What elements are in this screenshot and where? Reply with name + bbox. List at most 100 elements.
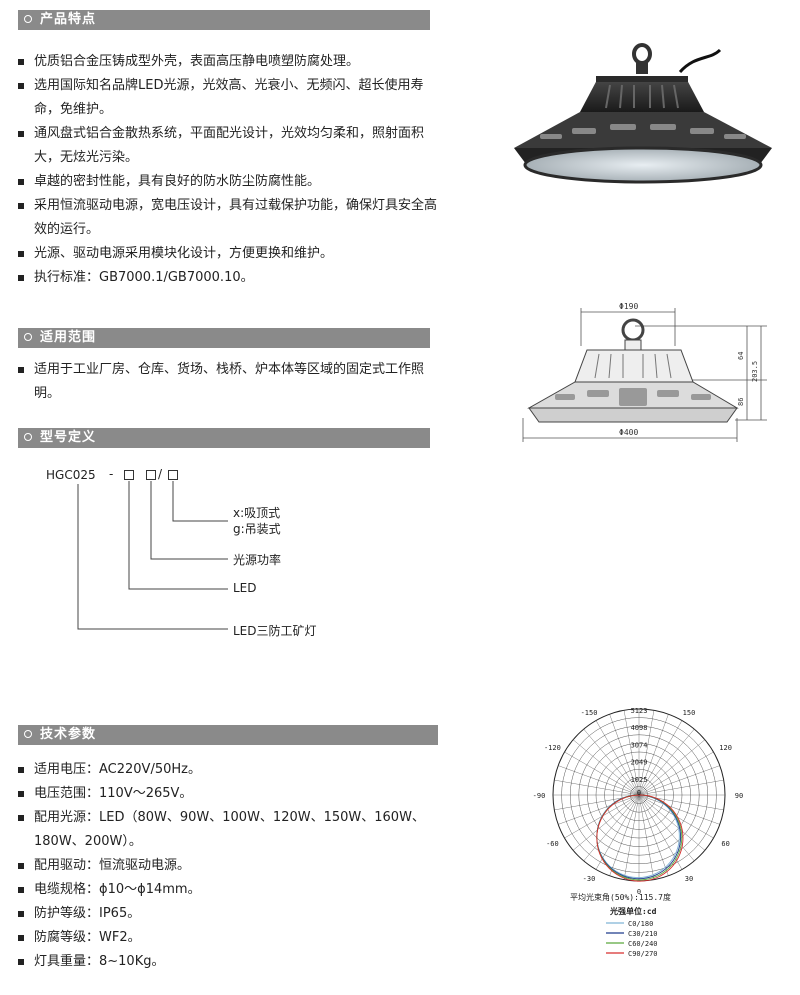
polar-angle-label: -30: [583, 875, 596, 883]
list-item: 电压范围：110V～265V。: [18, 782, 438, 806]
scope-header: 适用范围: [18, 328, 430, 348]
polar-spoke: [595, 794, 640, 870]
polar-angle-label: 60: [721, 840, 729, 848]
list-item: 光源、驱动电源采用模块化设计，方便更换和维护。: [18, 242, 438, 266]
legend-title: 光强单位:cd: [609, 906, 657, 916]
polar-angle-label: 120: [719, 744, 732, 752]
list-item: 卓越的密封性能，具有良好的防水防尘防腐性能。: [18, 170, 438, 194]
polar-angle-label: -60: [546, 840, 559, 848]
polar-radial-label: 2049: [631, 759, 648, 767]
circle-icon: [24, 333, 32, 341]
polar-spoke: [638, 794, 655, 880]
specs-title: 技术参数: [40, 727, 97, 742]
list-item: 电缆规格：ϕ10～ϕ14mm。: [18, 878, 438, 902]
features-list: 优质铝合金压铸成型外壳，表面高压静电喷塑防腐处理。 选用国际知名品牌LED光源，…: [18, 50, 438, 290]
polar-radial-label: 0: [637, 789, 641, 797]
legend-label: C30/210: [628, 930, 658, 938]
legend-label: C90/270: [628, 950, 658, 958]
polar-spoke: [638, 720, 683, 796]
polar-radial-label: 5123: [631, 707, 648, 715]
polar-spoke: [638, 794, 706, 851]
polar-spoke: [638, 794, 695, 862]
polar-angle-label: -150: [581, 709, 598, 717]
polar-diagram: -150 150 -120 120 -90 90 -60 60 -30 0 30 5123 4098 3…: [533, 707, 744, 958]
list-item: 适用电压：AC220V/50Hz。: [18, 758, 438, 782]
list-item: 防腐等级：WF2。: [18, 926, 438, 950]
list-item: 防护等级：IP65。: [18, 902, 438, 926]
dim-h2: 86: [737, 398, 745, 406]
specs-list: 适用电压：AC220V/50Hz。 电压范围：110V～265V。 配用光源：L…: [18, 758, 438, 974]
model-header: 型号定义: [18, 428, 430, 448]
label-mount-x: x:吸顶式: [233, 506, 281, 520]
polar-spoke: [638, 794, 683, 870]
polar-spoke: [595, 720, 640, 796]
polar-radial-label: 1025: [631, 776, 648, 784]
circle-icon: [24, 730, 32, 738]
model-code: HGC025: [46, 468, 96, 482]
polar-spoke: [638, 739, 706, 796]
list-item: 配用驱动：恒流驱动电源。: [18, 854, 438, 878]
polar-spoke: [558, 765, 640, 796]
label-power: 光源功率: [233, 553, 282, 567]
dim-top: Φ190: [619, 302, 638, 311]
dimension-drawing: Φ190 Φ400 64 86 203.5: [522, 302, 767, 442]
model-box-power: [146, 470, 156, 480]
polar-spoke: [623, 710, 640, 796]
polar-spoke: [609, 714, 640, 796]
circle-icon: [24, 15, 32, 23]
model-box-led: [124, 470, 134, 480]
polar-spoke: [583, 794, 640, 862]
scope-list: 适用于工业厂房、仓库、货场、栈桥、炉本体等区域的固定式工作照明。: [18, 358, 438, 406]
product-image: [514, 43, 772, 184]
list-item: 执行标准：GB7000.1/GB7000.10。: [18, 266, 438, 290]
dim-h1: 64: [737, 352, 745, 360]
scope-title: 适用范围: [40, 330, 97, 345]
polar-radial-label: 3074: [631, 741, 648, 749]
polar-spoke: [558, 794, 640, 825]
list-item: 采用恒流驱动电源，宽电压设计，具有过载保护功能，确保灯具安全高效的运行。: [18, 194, 438, 242]
model-slash: /: [158, 467, 163, 481]
polar-radial-label: 4098: [631, 724, 648, 732]
polar-spoke: [583, 728, 640, 796]
polar-spoke: [638, 728, 695, 796]
polar-spoke: [554, 779, 640, 796]
list-item: 配用光源：LED（80W、90W、100W、120W、150W、160W、180…: [18, 806, 438, 854]
polar-angle-label: -90: [533, 792, 546, 800]
model-box-mount: [168, 470, 178, 480]
dim-total: 203.5: [751, 361, 759, 382]
list-item: 通风盘式铝合金散热系统，平面配光设计，光效均匀柔和，照射面积大，无炫光污染。: [18, 122, 438, 170]
polar-spoke: [638, 794, 720, 825]
dim-bottom: Φ400: [619, 428, 638, 437]
polar-angle-label: 90: [735, 792, 743, 800]
label-led: LED: [233, 581, 257, 595]
polar-spoke: [638, 714, 669, 796]
polar-spoke: [638, 765, 720, 796]
polar-spoke: [623, 794, 640, 880]
list-item: 选用国际知名品牌LED光源，光效高、光衰小、无频闪、超长使用寿命，免维护。: [18, 74, 438, 122]
polar-spoke: [638, 710, 655, 796]
specs-header: 技术参数: [18, 725, 438, 745]
polar-spoke: [638, 751, 714, 796]
polar-angle-label: 0: [637, 888, 641, 896]
list-item: 适用于工业厂房、仓库、货场、栈桥、炉本体等区域的固定式工作照明。: [18, 358, 438, 406]
legend-label: C0/180: [628, 920, 653, 928]
label-mount-g: g:吊装式: [233, 522, 281, 536]
beam-angle-text: 平均光束角(50%):115.7度: [570, 892, 671, 902]
circle-icon: [24, 433, 32, 441]
polar-spoke: [638, 779, 724, 796]
polar-angle-label: -120: [544, 744, 561, 752]
polar-spoke: [564, 751, 640, 796]
polar-spoke: [609, 794, 640, 876]
list-item: 优质铝合金压铸成型外壳，表面高压静电喷塑防腐处理。: [18, 50, 438, 74]
legend-label: C60/240: [628, 940, 658, 948]
polar-spoke: [638, 794, 669, 876]
label-type: LED三防工矿灯: [233, 624, 317, 638]
model-dash: -: [109, 467, 114, 481]
features-header: 产品特点: [18, 10, 430, 30]
features-title: 产品特点: [40, 12, 97, 27]
polar-angle-label: 150: [683, 709, 696, 717]
polar-angle-label: 30: [685, 875, 693, 883]
list-item: 灯具重量：8~10Kg。: [18, 950, 438, 974]
polar-spoke: [572, 794, 640, 851]
